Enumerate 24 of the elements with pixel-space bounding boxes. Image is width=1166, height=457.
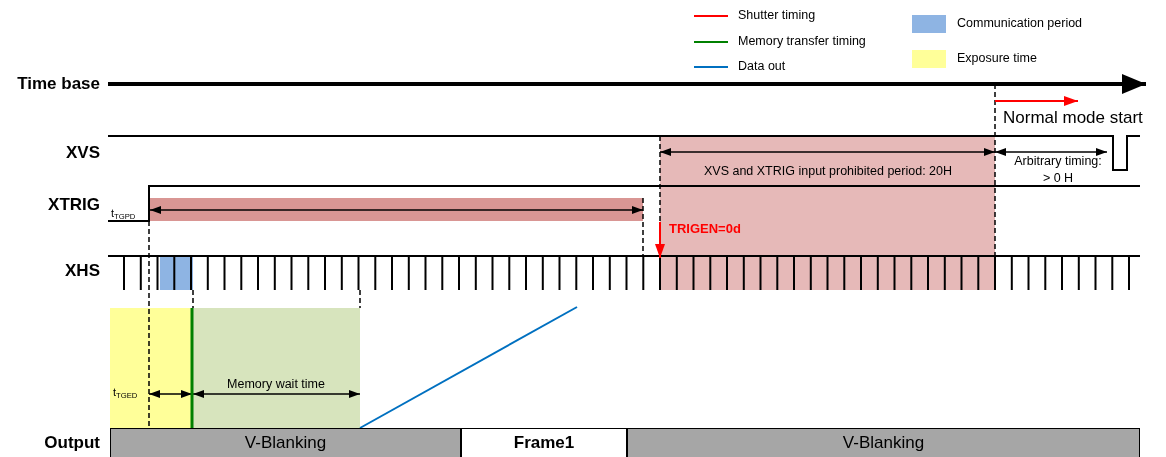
dimension-label: Arbitrary timing: [1014, 155, 1102, 169]
legend-text: Shutter timing [738, 9, 816, 23]
signal-name: XTRIG [48, 195, 100, 215]
annotation-text: Normal mode start [1003, 108, 1143, 128]
dimension-label: Memory wait time [227, 378, 325, 392]
legend-text: Communication period [957, 17, 1083, 31]
dimension-label: > 0 H [1042, 172, 1074, 186]
register-setting-label: TRIGEN=0d [669, 221, 741, 237]
segment-label: V-Blanking [842, 433, 925, 453]
timing-parameter: t$_{TGPD}$ [111, 206, 136, 222]
signal-name: Output [44, 433, 100, 453]
signal-name: Time base [17, 74, 100, 94]
dimension-label: XVS and XTRIG input prohibited period: 20H [703, 165, 953, 179]
output-segment [110, 428, 461, 457]
legend-text: Memory transfer timing [738, 35, 866, 49]
legend-text: Exposure time [957, 52, 1037, 66]
output-segment [627, 428, 1140, 457]
signal-name: XVS [65, 143, 100, 163]
legend-text: Data out [738, 60, 786, 74]
timing-parameter: t$_{TGED}$ [113, 385, 138, 401]
segment-label: V-Blanking [244, 433, 327, 453]
segment-label: Frame1 [513, 433, 575, 453]
signal-name: XHS [65, 261, 100, 281]
output-segment [461, 428, 627, 457]
